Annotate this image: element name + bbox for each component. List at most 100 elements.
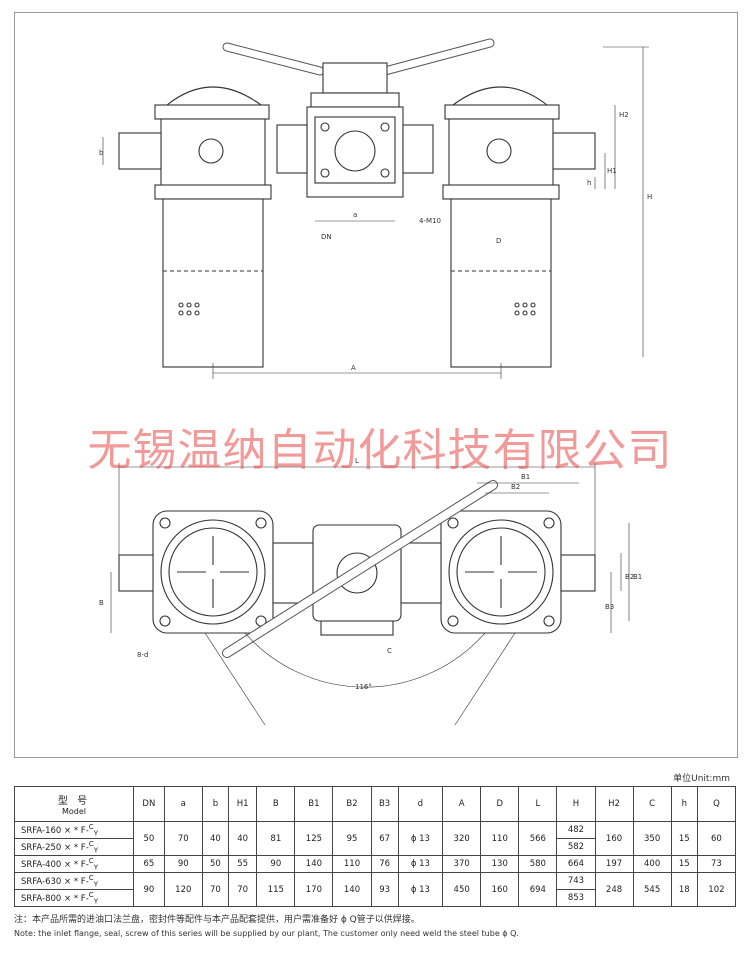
dim-angle-label: 116° <box>355 683 372 691</box>
dim-b-label: b <box>99 149 104 157</box>
column-header: H2 <box>594 786 634 822</box>
note-chinese: 注：本产品所需的进油口法兰盘，密封件等配件与本产品配套提供，用户需准备好 ϕ Q… <box>14 915 420 925</box>
dim-B2-side-label: B2 <box>625 573 634 581</box>
table-row: SRFA-160 × * F-CY 50 70 40 40 81 125 95 … <box>14 821 737 856</box>
cell-a: 120 <box>163 872 203 907</box>
cell-H2: 197 <box>594 855 634 873</box>
column-header: a <box>163 786 203 822</box>
cell-Q: 60 <box>696 821 737 856</box>
dim-C-label: C <box>387 647 392 655</box>
top-dimensions <box>110 463 630 726</box>
model-cell: SRFA-630 × * F-CY <box>14 872 134 890</box>
dim-a-label: a <box>353 211 357 219</box>
company-watermark: 无锡温纳自动化科技有限公司 <box>87 425 673 476</box>
cell-L: 694 <box>518 872 558 907</box>
cell-B1: 170 <box>294 872 334 907</box>
note-english: Note: the inlet flange, seal, screw of t… <box>14 929 519 938</box>
cell-A: 450 <box>442 872 482 907</box>
cell-B: 115 <box>256 872 296 907</box>
cell-d: ϕ 13 <box>397 855 444 873</box>
column-header: D <box>480 786 520 822</box>
cell-B2: 140 <box>332 872 372 907</box>
cell-B: 81 <box>256 821 296 856</box>
dim-L-label: L <box>355 457 359 465</box>
table-row: SRFA-630 × * F-CY 90 120 70 70 115 170 1… <box>14 872 737 907</box>
dim-B-label: B <box>99 599 104 607</box>
cell-B3: 93 <box>370 872 399 907</box>
cell-B1: 125 <box>294 821 334 856</box>
model-cell: SRFA-400 × * F-CY <box>14 855 134 873</box>
cell-D: 110 <box>480 821 520 856</box>
drawing-frame: b a DN 4-M10 D A H H2 H1 h L B1 B2 B3 B … <box>14 12 738 758</box>
column-header: C <box>632 786 672 822</box>
cell-a: 90 <box>163 855 203 873</box>
cell-h: 18 <box>670 872 698 907</box>
technical-drawing: b a DN 4-M10 D A H H2 H1 h L B1 B2 B3 B … <box>99 38 652 726</box>
column-header: B3 <box>370 786 399 822</box>
column-header: h <box>670 786 698 822</box>
column-header: B <box>256 786 296 822</box>
cell-L: 566 <box>518 821 558 856</box>
front-dimensions <box>102 46 649 379</box>
model-cell: SRFA-250 × * F-CY <box>14 838 134 856</box>
dim-bolt-label: 4-M10 <box>419 217 441 225</box>
cell-DN: 50 <box>133 821 165 856</box>
cell-D: 160 <box>480 872 520 907</box>
dim-B3-label: B3 <box>605 603 614 611</box>
cell-B: 90 <box>256 855 296 873</box>
column-header: B1 <box>294 786 334 822</box>
dim-H-label: H <box>647 193 652 201</box>
cell-H1: 70 <box>227 872 258 907</box>
front-left-filter <box>118 86 272 368</box>
table-row: SRFA-800 × * F-CY 853 <box>14 889 736 907</box>
model-cell: SRFA-800 × * F-CY <box>14 889 134 907</box>
dim-B1-top-label: B1 <box>521 473 530 481</box>
dim-A-label: A <box>351 364 356 372</box>
cell-B3: 67 <box>370 821 399 856</box>
column-header: b <box>201 786 229 822</box>
model-header: 型 号 Model <box>14 786 134 822</box>
cell-A: 320 <box>442 821 482 856</box>
cell-B2: 110 <box>332 855 372 873</box>
cell-H: 482 <box>556 821 596 839</box>
dim-D-label: D <box>496 237 501 245</box>
model-header-zh: 型 号 <box>57 796 91 807</box>
cell-d: ϕ 13 <box>397 821 444 856</box>
unit-label: 单位Unit:mm <box>673 774 730 784</box>
cell-L: 580 <box>518 855 558 873</box>
dim-h-label: h <box>587 179 591 187</box>
model-cell: SRFA-160 × * F-CY <box>14 821 134 839</box>
cell-H: 743 <box>556 872 596 890</box>
cell-H2: 248 <box>594 872 634 907</box>
top-handle <box>222 480 498 658</box>
cell-C: 350 <box>632 821 672 856</box>
cell-H2: 160 <box>594 821 634 856</box>
cell-B1: 140 <box>294 855 334 873</box>
front-valve-body <box>276 106 434 198</box>
model-header-en: Model <box>61 807 87 816</box>
cell-DN: 65 <box>133 855 165 873</box>
dim-dn-label: DN <box>321 233 332 241</box>
column-header: Q <box>696 786 737 822</box>
cell-b: 70 <box>201 872 229 907</box>
column-header: H1 <box>227 786 258 822</box>
cell-Q: 102 <box>696 872 737 907</box>
cell-h: 15 <box>670 855 698 873</box>
cell-a: 70 <box>163 821 203 856</box>
cell-D: 130 <box>480 855 520 873</box>
cell-b: 50 <box>201 855 229 873</box>
cell-A: 370 <box>442 855 482 873</box>
cell-DN: 90 <box>133 872 165 907</box>
column-header: H <box>556 786 596 822</box>
spec-table: 型 号 Model DN a b H1 B B1 B2 B3 d A D L H… <box>14 786 737 907</box>
dim-H1-label: H1 <box>607 167 617 175</box>
cell-d: ϕ 13 <box>397 872 444 907</box>
column-header: A <box>442 786 482 822</box>
cell-b: 40 <box>201 821 229 856</box>
dim-B2-top-label: B2 <box>511 483 520 491</box>
front-handle <box>222 38 495 108</box>
table-header-row: 型 号 Model DN a b H1 B B1 B2 B3 d A D L H… <box>14 786 737 822</box>
column-header: L <box>518 786 558 822</box>
dim-H2-label: H2 <box>619 111 629 119</box>
cell-H: 853 <box>556 889 596 907</box>
